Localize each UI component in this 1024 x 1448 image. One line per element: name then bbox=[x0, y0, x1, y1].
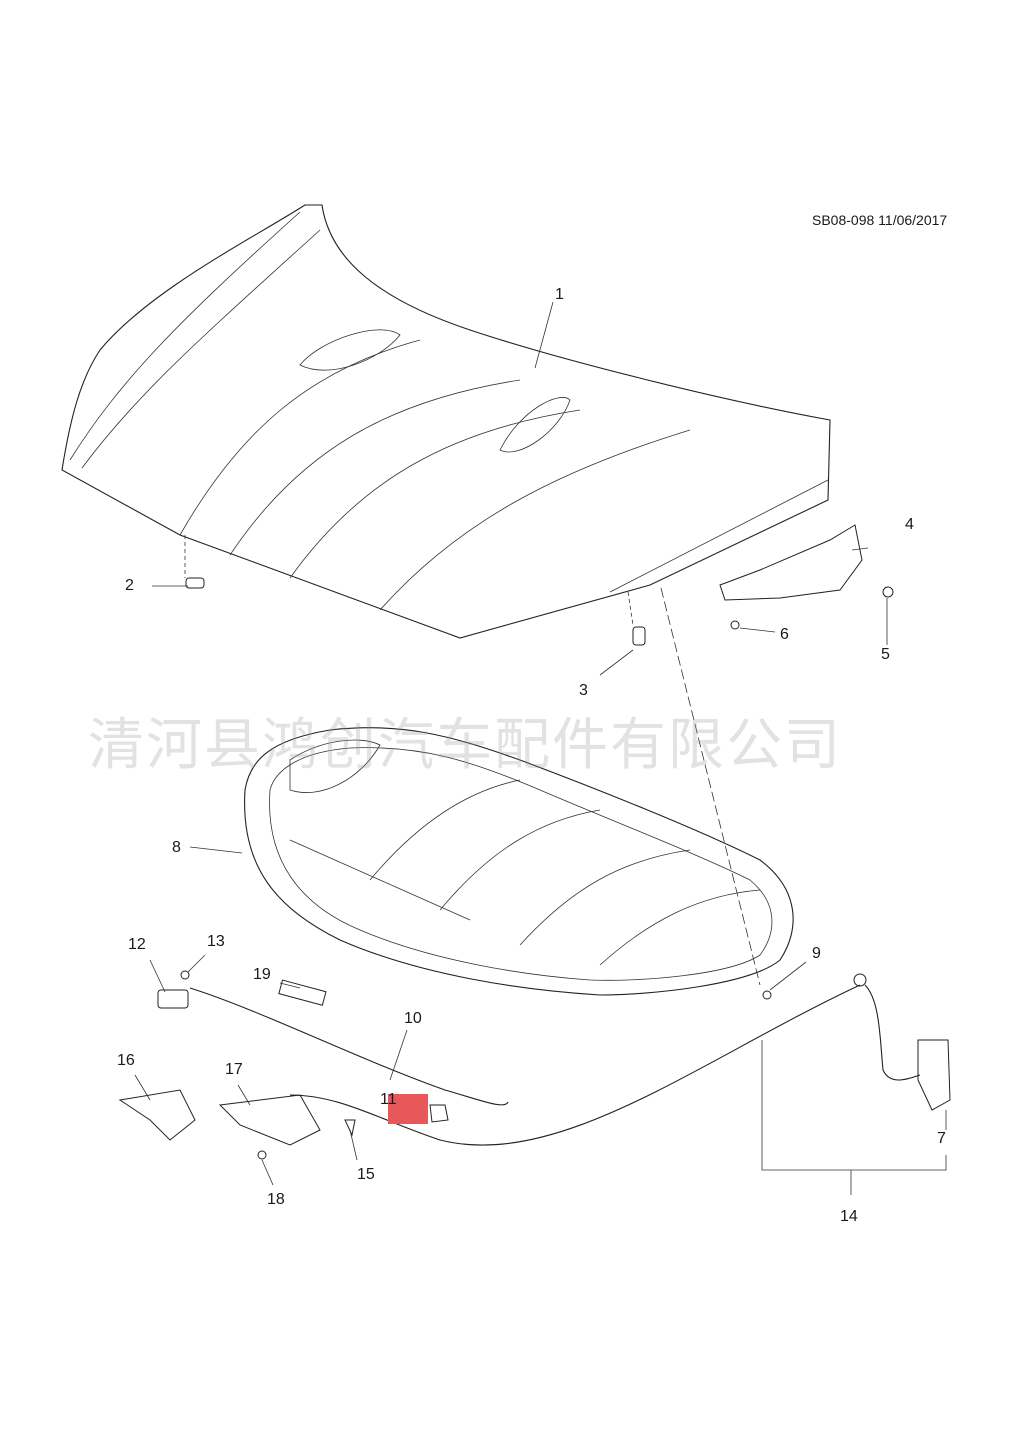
callout-5: 5 bbox=[881, 646, 890, 663]
callout-6: 6 bbox=[780, 626, 789, 643]
callout-10: 10 bbox=[404, 1010, 422, 1027]
leader-lines bbox=[134, 301, 947, 1195]
callout-19: 19 bbox=[253, 966, 271, 983]
watermark-text: 清河县鸿创汽车配件有限公司 bbox=[88, 713, 842, 778]
callout-11: 11 bbox=[380, 1091, 397, 1108]
callout-12: 12 bbox=[128, 936, 146, 953]
callout-13: 13 bbox=[207, 933, 225, 950]
callout-18: 18 bbox=[267, 1191, 285, 1208]
hood-panel bbox=[61, 204, 831, 639]
small-parts bbox=[118, 524, 951, 1160]
callout-16: 16 bbox=[117, 1052, 135, 1069]
callout-14: 14 bbox=[840, 1208, 858, 1225]
diagram-code: SB08-098 11/06/2017 bbox=[812, 212, 948, 228]
callout-8: 8 bbox=[172, 839, 181, 856]
callout-3: 3 bbox=[579, 682, 588, 699]
release-cables bbox=[189, 984, 921, 1146]
highlight-marker bbox=[388, 1094, 428, 1124]
callout-15: 15 bbox=[357, 1166, 375, 1183]
hood-insulator bbox=[244, 727, 794, 996]
callout-9: 9 bbox=[812, 945, 821, 962]
callout-2: 2 bbox=[125, 577, 134, 594]
callout-7: 7 bbox=[937, 1130, 946, 1147]
callout-4: 4 bbox=[905, 516, 914, 533]
callout-1: 1 bbox=[555, 286, 564, 303]
callout-17: 17 bbox=[225, 1061, 243, 1078]
